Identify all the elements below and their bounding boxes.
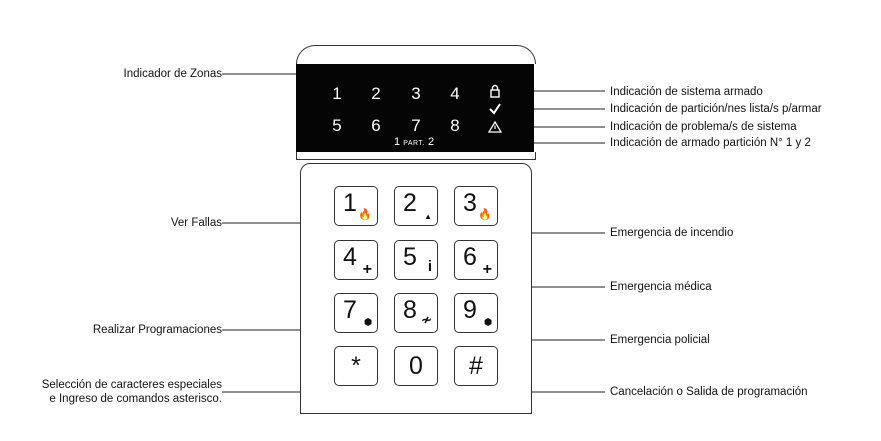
key-6-digit: 6 (463, 243, 477, 271)
zone-3: 3 (411, 84, 421, 103)
key-1-digit: 1 (343, 189, 357, 217)
led-display (296, 64, 534, 152)
key-7-digit: 7 (343, 296, 357, 324)
label-armed: Indicación de sistema armado (610, 86, 763, 98)
key-9[interactable]: 9 ⬢ (454, 293, 498, 333)
key-3[interactable]: 3 🔥 (454, 186, 498, 226)
lock-icon (490, 84, 500, 98)
key-0[interactable]: 0 (394, 346, 438, 386)
label-faults: Ver Fallas (170, 217, 222, 229)
label-medical: Emergencia médica (610, 281, 712, 293)
zone-5: 5 (332, 116, 342, 135)
keypad-housing-top (296, 45, 536, 64)
person-icon: i (427, 258, 432, 275)
key-6[interactable]: 6 + (454, 240, 498, 280)
label-partition: Indicación de armado partición N° 1 y 2 (610, 137, 811, 149)
shield-icon: ⬢ (364, 317, 372, 327)
fire-icon: 🔥 (358, 209, 372, 221)
key-4[interactable]: 4 + (334, 240, 378, 280)
label-asterisk-line2: e Ingreso de comandos asterisco. (49, 393, 222, 405)
shield-icon: ⬢ (484, 317, 492, 327)
zone-4: 4 (450, 84, 460, 103)
key-5[interactable]: 5 i (394, 240, 438, 280)
key-0-digit: 0 (409, 352, 423, 380)
label-programming: Realizar Programaciones (92, 324, 222, 336)
key-2-digit: 2 (403, 189, 417, 217)
key-2[interactable]: 2 ▲ (394, 186, 438, 226)
zone-2: 2 (371, 84, 381, 103)
warning-icon (488, 120, 502, 133)
fire-icon: 🔥 (478, 209, 492, 221)
zone-7: 7 (411, 116, 421, 135)
plus-icon: + (482, 261, 492, 278)
partition-indicator: 1 PART. 2 (394, 136, 434, 148)
key-9-digit: 9 (463, 296, 477, 324)
plus-icon: + (362, 261, 372, 278)
label-zones: Indicador de Zonas (123, 68, 222, 80)
key-8[interactable]: 8 ≁ (394, 293, 438, 333)
label-ready: Indicación de partición/nes lista/s p/ar… (610, 103, 822, 115)
partition-2: 2 (427, 136, 435, 148)
key-hash-digit: # (469, 352, 483, 380)
label-trouble: Indicación de problema/s de sistema (610, 121, 797, 133)
key-4-digit: 4 (343, 243, 357, 271)
check-icon (489, 103, 501, 115)
label-asterisk-line1: Selección de caracteres especiales (41, 379, 222, 391)
key-7[interactable]: 7 ⬢ (334, 293, 378, 333)
label-police: Emergencia policial (610, 334, 710, 346)
key-5-digit: 5 (403, 243, 417, 271)
key-1[interactable]: 1 🔥 (334, 186, 378, 226)
zone-6: 6 (371, 116, 381, 135)
key-8-digit: 8 (403, 296, 417, 324)
label-fire: Emergencia de incendio (610, 227, 734, 239)
label-cancel: Cancelación o Salida de programación (610, 386, 808, 398)
partition-1: 1 (394, 136, 401, 148)
key-asterisk[interactable]: * (334, 346, 378, 386)
zone-8: 8 (450, 116, 460, 135)
triangle-icon: ▲ (424, 212, 432, 221)
key-asterisk-digit: * (351, 352, 361, 380)
key-3-digit: 3 (463, 189, 477, 217)
wave-icon: ≁ (421, 312, 432, 327)
partition-word: PART. (403, 140, 425, 147)
display-bottom-strip (296, 152, 536, 160)
zone-1: 1 (332, 84, 342, 103)
key-hash[interactable]: # (454, 346, 498, 386)
